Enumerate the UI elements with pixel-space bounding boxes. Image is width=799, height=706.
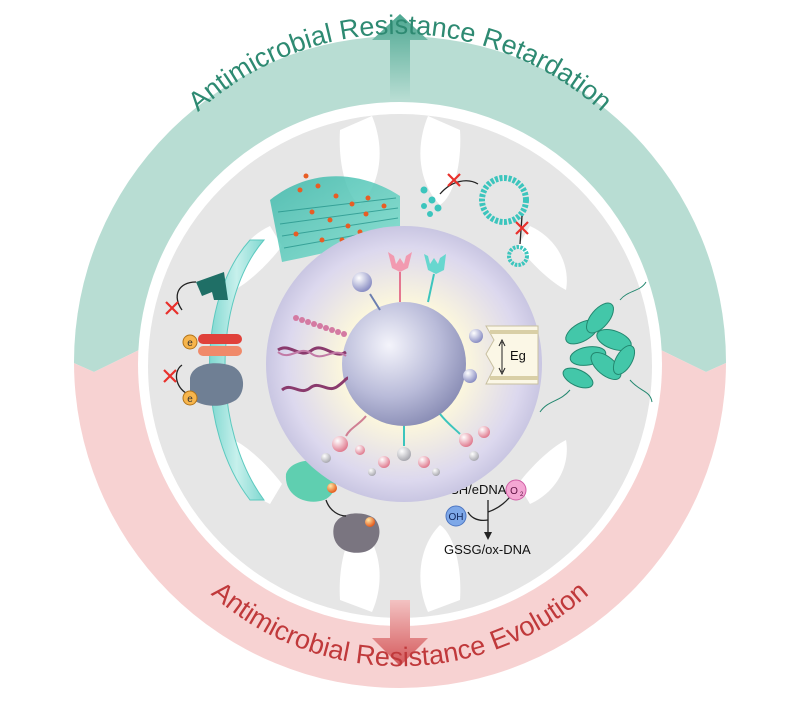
band-gap-label: Eg: [510, 348, 526, 363]
block-cross-icon: [163, 369, 177, 383]
block-cross-icon: [515, 221, 529, 235]
ligand-molecule: [321, 415, 367, 463]
ligand-fork-pink: [388, 252, 412, 302]
cell-membrane: [209, 239, 266, 501]
ligand-wavy-chain: [281, 376, 349, 393]
nanoparticle-core: [342, 302, 466, 426]
evolution-arrow: [372, 600, 428, 666]
vesicle-assembly-panel: [420, 173, 529, 267]
retardation-arrow: [372, 14, 428, 100]
ligand-molecule: [439, 413, 490, 461]
ligand-helix: [277, 346, 347, 358]
block-cross-icon: [447, 173, 461, 187]
efflux-pump-icon: [196, 272, 228, 300]
block-cross-icon: [165, 301, 179, 315]
ros-particle-icon: [365, 517, 375, 527]
ligand-molecule: [368, 426, 440, 476]
svg-text:O: O: [510, 486, 518, 497]
central-nanoparticle: Eg: [266, 226, 542, 502]
ligand-sphere: [352, 272, 381, 311]
electron-icon: e: [182, 390, 198, 406]
svg-text:2: 2: [520, 492, 524, 498]
hydroxyl-radical-icon: OH: [445, 505, 467, 527]
electron-icon: e: [182, 334, 198, 350]
svg-text:e: e: [187, 394, 193, 405]
large-vesicle-ring: [479, 175, 529, 225]
svg-text:e: e: [187, 338, 193, 349]
small-vesicle-ring: [507, 245, 529, 267]
oxygen-icon: O 2: [505, 479, 527, 501]
svg-text:OH: OH: [449, 512, 464, 523]
transporter-protein-icon: [190, 363, 244, 406]
ligand-fork-teal: [424, 254, 446, 303]
ros-particle-icon: [327, 483, 337, 493]
band-gap-panel: Eg: [463, 325, 539, 385]
porin-channel: [198, 334, 242, 356]
bacteria-cluster-panel: [539, 281, 653, 413]
membrane-panel: e e: [163, 239, 266, 501]
product-label: GSSG/ox-DNA: [444, 542, 531, 557]
ligand-bead-chain: [293, 315, 347, 337]
